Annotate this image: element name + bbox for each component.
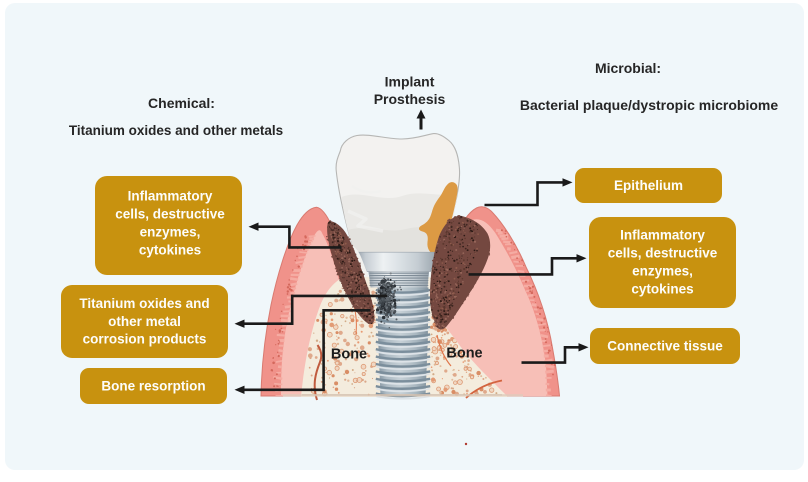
svg-text:cytokines: cytokines bbox=[139, 243, 201, 258]
svg-text:Implant: Implant bbox=[385, 74, 435, 90]
svg-text:Bone: Bone bbox=[446, 346, 482, 362]
svg-text:Prosthesis: Prosthesis bbox=[374, 91, 446, 107]
svg-text:cells, destructive: cells, destructive bbox=[608, 246, 718, 261]
svg-text:Titanium oxides and other meta: Titanium oxides and other metals bbox=[69, 123, 283, 138]
svg-text:cytokines: cytokines bbox=[631, 282, 693, 297]
svg-text:Bone resorption: Bone resorption bbox=[101, 379, 205, 394]
svg-text:enzymes,: enzymes, bbox=[632, 264, 693, 279]
svg-text:Epithelium: Epithelium bbox=[614, 178, 683, 193]
svg-text:cells, destructive: cells, destructive bbox=[115, 207, 225, 222]
svg-text:Bone: Bone bbox=[331, 347, 367, 363]
svg-text:Connective tissue: Connective tissue bbox=[607, 339, 723, 354]
svg-text:enzymes,: enzymes, bbox=[140, 225, 201, 240]
svg-text:Titanium oxides and: Titanium oxides and bbox=[79, 296, 209, 311]
svg-text:corrosion products: corrosion products bbox=[83, 332, 207, 347]
svg-text:Inflammatory: Inflammatory bbox=[128, 189, 213, 204]
svg-text:Inflammatory: Inflammatory bbox=[620, 228, 705, 243]
svg-text:Bacterial plaque/dystropic mic: Bacterial plaque/dystropic microbiome bbox=[520, 97, 779, 113]
svg-text:Microbial:: Microbial: bbox=[595, 60, 661, 76]
svg-text:other metal: other metal bbox=[108, 314, 181, 329]
svg-text:Chemical:: Chemical: bbox=[148, 95, 215, 111]
